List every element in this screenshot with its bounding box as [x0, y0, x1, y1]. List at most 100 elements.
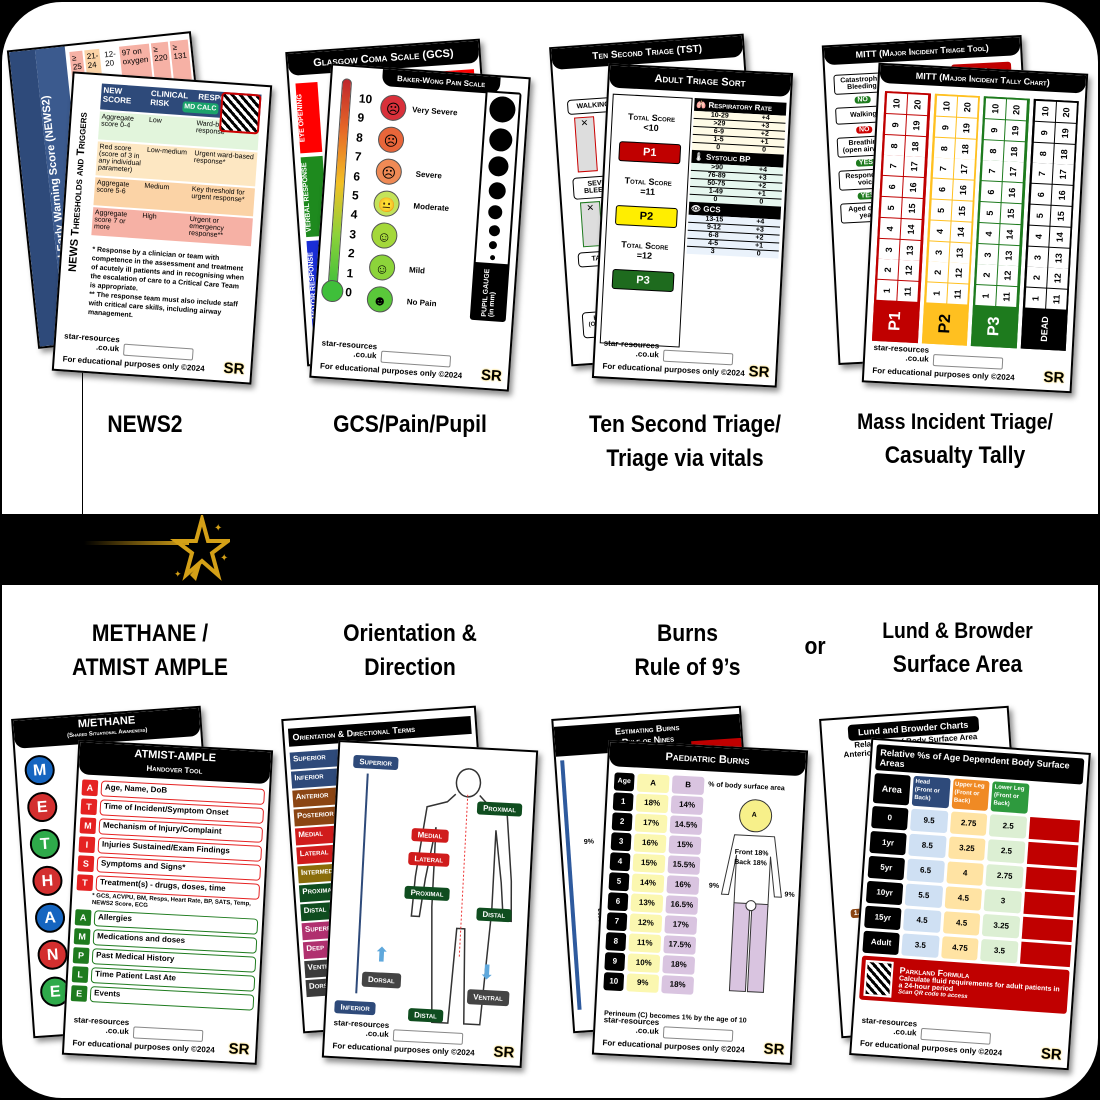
tally-cell[interactable]: 18	[1053, 143, 1075, 165]
name-field[interactable]	[662, 349, 733, 366]
tally-cell[interactable]: 5	[1028, 204, 1051, 226]
tally-cell[interactable]: 18	[904, 135, 927, 157]
tally-cell[interactable]: 18	[954, 138, 976, 160]
tally-cell[interactable]: 8	[982, 139, 1004, 161]
tally-cell[interactable]: 8	[1032, 142, 1054, 164]
tally-cell[interactable]: 11	[897, 281, 919, 303]
name-field[interactable]	[932, 353, 1003, 370]
tally-cell[interactable]: 20	[1055, 102, 1077, 123]
tally-cell[interactable]: 2	[877, 259, 899, 281]
tally-cell[interactable]: 5	[880, 197, 902, 218]
tally-cell[interactable]: 15	[901, 198, 923, 219]
tally-cell[interactable]: 13	[899, 239, 921, 261]
tally-cell[interactable]: 4	[978, 222, 1000, 244]
name-field[interactable]	[919, 1027, 991, 1045]
tally-cell[interactable]: 4	[1027, 225, 1049, 247]
tally-cell[interactable]: 9	[884, 113, 907, 135]
tally-cell[interactable]: 17	[1052, 164, 1074, 186]
tally-cell[interactable]: 13	[948, 242, 971, 264]
tally-cell[interactable]: 12	[947, 263, 970, 284]
tally-cell[interactable]: 5	[929, 199, 952, 221]
tally-cell[interactable]: 19	[906, 115, 928, 136]
tally-cell[interactable]: 6	[980, 181, 1002, 203]
tally-cell[interactable]: 2	[976, 264, 998, 286]
name-field[interactable]	[392, 1029, 463, 1045]
name-field[interactable]	[662, 1026, 733, 1042]
tally-cell[interactable]: 16	[902, 177, 925, 199]
lund-cell: 3	[983, 889, 1023, 914]
a-cell: 17%	[634, 813, 668, 834]
tally-cell[interactable]: 7	[981, 160, 1003, 182]
tally-cell[interactable]: 12	[997, 265, 1019, 287]
tally-cell[interactable]: 10	[984, 98, 1007, 120]
tally-cell[interactable]: 6	[1029, 184, 1052, 205]
tally-cell[interactable]: 3	[878, 238, 900, 260]
gcs-eye-section: EYE OPENING	[295, 82, 323, 154]
tally-cell[interactable]: 15	[1000, 203, 1022, 225]
tally-cell[interactable]: 1	[876, 280, 898, 301]
tally-cell[interactable]: 18	[1003, 141, 1026, 162]
lund-cell: 8.5	[908, 833, 947, 859]
tally-cell[interactable]: 4	[928, 220, 951, 242]
tally-cell[interactable]: 2	[926, 261, 948, 283]
name-field[interactable]	[132, 1026, 203, 1043]
tally-cell[interactable]: 2	[1025, 267, 1047, 288]
tally-cell[interactable]: 14	[1048, 226, 1071, 248]
tally-cell[interactable]: 14	[999, 224, 1021, 245]
tally-cell[interactable]: 16	[1001, 182, 1023, 204]
tally-cell[interactable]: 1	[974, 285, 997, 307]
tally-cell[interactable]: 3	[927, 241, 949, 263]
tally-cell[interactable]: 17	[953, 159, 975, 181]
tally-cell[interactable]: 9	[934, 116, 956, 138]
tally-cell[interactable]: 1	[1024, 287, 1046, 309]
tally-cell[interactable]: 16	[1051, 185, 1073, 206]
tally-cell[interactable]: 6	[881, 176, 903, 198]
tally-cell[interactable]: 7	[1030, 163, 1053, 185]
tally-cell[interactable]: 8	[883, 134, 905, 156]
tally-cell[interactable]: 15	[1049, 205, 1072, 227]
tally-cell[interactable]: 10	[935, 95, 957, 117]
tally-cell[interactable]: 12	[1046, 268, 1068, 290]
tally-cell[interactable]: 20	[956, 96, 978, 118]
tally-cell[interactable]: 11	[1045, 289, 1067, 310]
tally-cell[interactable]: 14	[950, 221, 972, 243]
tally-cell[interactable]: 20	[1005, 99, 1028, 121]
name-field[interactable]	[122, 343, 194, 361]
tally-cell[interactable]: 12	[898, 260, 920, 282]
tally-cell[interactable]: 20	[907, 94, 929, 116]
news2-response: Urgent or emergency response**	[188, 215, 225, 240]
tally-cell[interactable]: 6	[930, 178, 953, 200]
tally-cell[interactable]: 17	[903, 156, 926, 178]
tally-cell[interactable]: 19	[955, 117, 977, 139]
tally-cell[interactable]: 10	[885, 93, 908, 115]
tally-cell[interactable]: 19	[1054, 122, 1076, 144]
tally-cell[interactable]: 5	[979, 202, 1001, 224]
tally-cell[interactable]: 16	[952, 179, 974, 201]
tally-cell[interactable]: 19	[1004, 120, 1027, 142]
name-field[interactable]	[380, 350, 451, 368]
tally-cell[interactable]: 9	[983, 119, 1005, 140]
news2-score: Aggregate score 0-4	[100, 113, 135, 130]
age-cell: 9	[604, 952, 626, 972]
tally-cell[interactable]: 13	[1047, 247, 1070, 269]
tally-cell[interactable]: 3	[977, 243, 999, 265]
tally-cell[interactable]: 7	[932, 158, 954, 179]
tally-cell[interactable]: 15	[951, 200, 973, 222]
caption-triage-line2: Triage via vitals	[606, 445, 764, 472]
tally-cell[interactable]: 11	[946, 283, 969, 305]
tally-cell[interactable]: 4	[879, 217, 901, 239]
tally-cell[interactable]: 3	[1026, 246, 1048, 268]
qr-code-icon[interactable]	[863, 959, 895, 998]
tally-cell[interactable]: 8	[933, 137, 955, 159]
tally-cell[interactable]: 17	[1002, 161, 1024, 183]
tally-cell[interactable]: 11	[996, 286, 1018, 308]
tally-cell[interactable]: 14	[900, 218, 922, 240]
tally-cell[interactable]: 1	[925, 282, 947, 304]
p1-badge: P1	[618, 141, 682, 165]
tally-cell[interactable]: 7	[882, 155, 904, 177]
tally-cell[interactable]: 10	[1034, 100, 1056, 122]
tally-cell[interactable]: 9	[1033, 121, 1055, 143]
qr-code-icon[interactable]	[218, 91, 262, 135]
tally-cell[interactable]: 13	[998, 244, 1020, 266]
